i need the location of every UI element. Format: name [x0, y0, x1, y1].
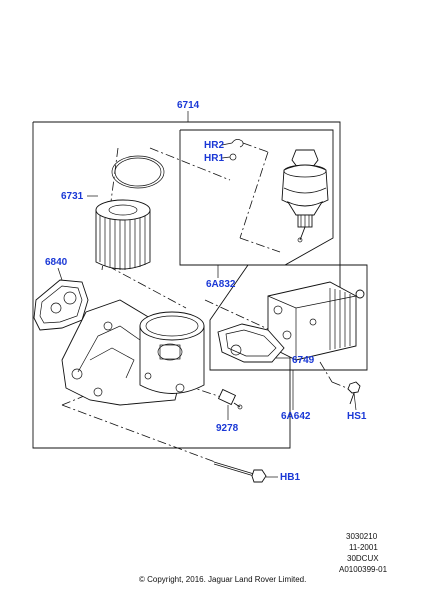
- oil-pressure-sensor-icon: [217, 388, 243, 420]
- filter-cap-icon: [281, 149, 329, 243]
- reference-code-3: A0100399-01: [339, 565, 388, 574]
- clip-icon-hr2: [221, 139, 244, 148]
- callout-hr1[interactable]: HR1: [204, 153, 225, 164]
- callout-hr2[interactable]: HR2: [204, 140, 225, 151]
- callout-6a642[interactable]: 6A642: [281, 411, 311, 422]
- cooler-gasket-icon: [217, 323, 290, 363]
- reference-code-1: 3030210: [346, 532, 378, 541]
- bolt-icon-hs1: [347, 381, 361, 411]
- oil-filter-housing-icon: [61, 299, 205, 406]
- callout-hb1[interactable]: HB1: [280, 472, 301, 483]
- reference-date: 11-2001: [349, 543, 378, 552]
- oil-filter-element-icon: [87, 195, 151, 270]
- reference-code-2: 30DCUX: [347, 554, 379, 563]
- cap-subframe-6A832: [179, 129, 334, 278]
- cooler-subframe-6A642: [209, 264, 368, 410]
- callout-hs1[interactable]: HS1: [347, 411, 367, 422]
- copyright-notice: © Copyright, 2016. Jaguar Land Rover Lim…: [139, 575, 307, 584]
- housing-gasket-icon: [33, 267, 89, 331]
- ring-icon-hr1: [221, 153, 237, 161]
- filter-o-ring-icon: [111, 155, 165, 189]
- bolt-icon-hb1: [213, 461, 278, 483]
- callout-6731[interactable]: 6731: [61, 191, 84, 202]
- callout-6714[interactable]: 6714: [177, 100, 200, 111]
- callout-6a832[interactable]: 6A832: [206, 279, 236, 290]
- oil-cooler-icon: [267, 281, 365, 361]
- callout-6840[interactable]: 6840: [45, 257, 68, 268]
- callout-9278[interactable]: 9278: [216, 423, 239, 434]
- callout-6749[interactable]: 6749: [292, 355, 315, 366]
